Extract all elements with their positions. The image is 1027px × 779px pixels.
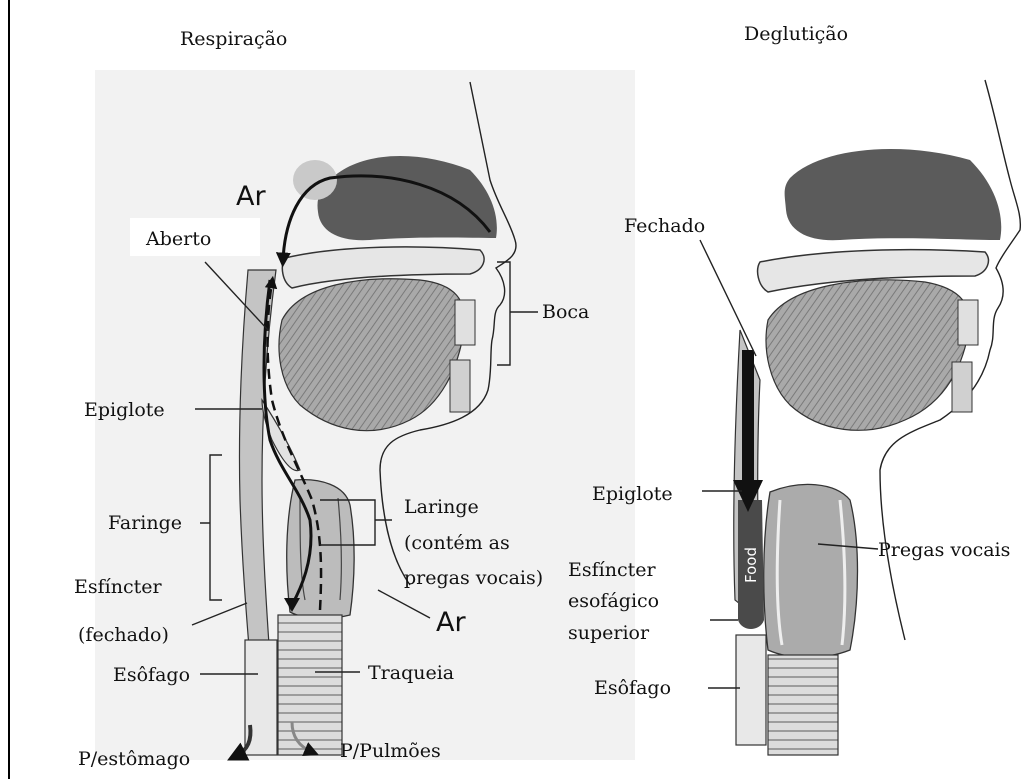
food-label: Food	[742, 547, 760, 583]
epiglottis-label: Epiglote	[84, 399, 165, 421]
upper-teeth	[455, 300, 475, 345]
breathing-panel: Respiração Ar Aberto Boca Epiglote Farin…	[74, 28, 635, 770]
swallowing-title: Deglutição	[744, 23, 848, 45]
vocal-folds-label: Pregas vocais	[878, 539, 1010, 561]
trachea-label: Traqueia	[368, 662, 454, 684]
to-stomach-label: P/estômago	[78, 748, 190, 770]
closed-label: Fechado	[624, 215, 705, 237]
air-label-bottom: Ar	[436, 607, 466, 638]
air-label-top: Ar	[236, 181, 266, 212]
sphincter-label-right-line2: esofágico	[568, 590, 659, 612]
mouth-label: Boca	[542, 301, 589, 323]
sphincter-label-line1: Esfíncter	[74, 576, 162, 598]
to-lungs-label: P/Pulmões	[340, 740, 441, 762]
epiglottis-label-right: Epiglote	[592, 483, 673, 505]
leader-closed	[700, 240, 756, 356]
food-arrow-shaft	[742, 350, 754, 485]
sphincter-label-line2: (fechado)	[78, 624, 169, 646]
nasal-cavity-right	[785, 149, 1002, 240]
open-label: Aberto	[145, 228, 211, 250]
trachea-shape	[278, 615, 342, 755]
trachea-shape-right	[768, 655, 838, 755]
upper-teeth-right	[958, 300, 978, 345]
swallowing-panel: Food Deglutição Fechado Epiglote Pregas …	[568, 23, 1020, 755]
esophagus-shape-right	[736, 635, 766, 745]
larynx-label-line1: Laringe	[404, 496, 479, 518]
pharynx-label: Faringe	[108, 512, 182, 534]
sphincter-label-right-line3: superior	[568, 622, 650, 644]
esophagus-label: Esôfago	[113, 664, 190, 686]
larynx-label-line2: (contém as	[404, 532, 510, 554]
tongue-right	[766, 280, 970, 430]
lower-teeth-right	[952, 362, 972, 412]
lower-teeth	[450, 360, 470, 412]
larynx-label-line3: pregas vocais)	[404, 567, 543, 589]
adenoid	[293, 160, 337, 200]
esophagus-label-right: Esôfago	[594, 677, 671, 699]
breathing-title: Respiração	[180, 28, 287, 50]
sphincter-label-right-line1: Esfíncter	[568, 559, 656, 581]
